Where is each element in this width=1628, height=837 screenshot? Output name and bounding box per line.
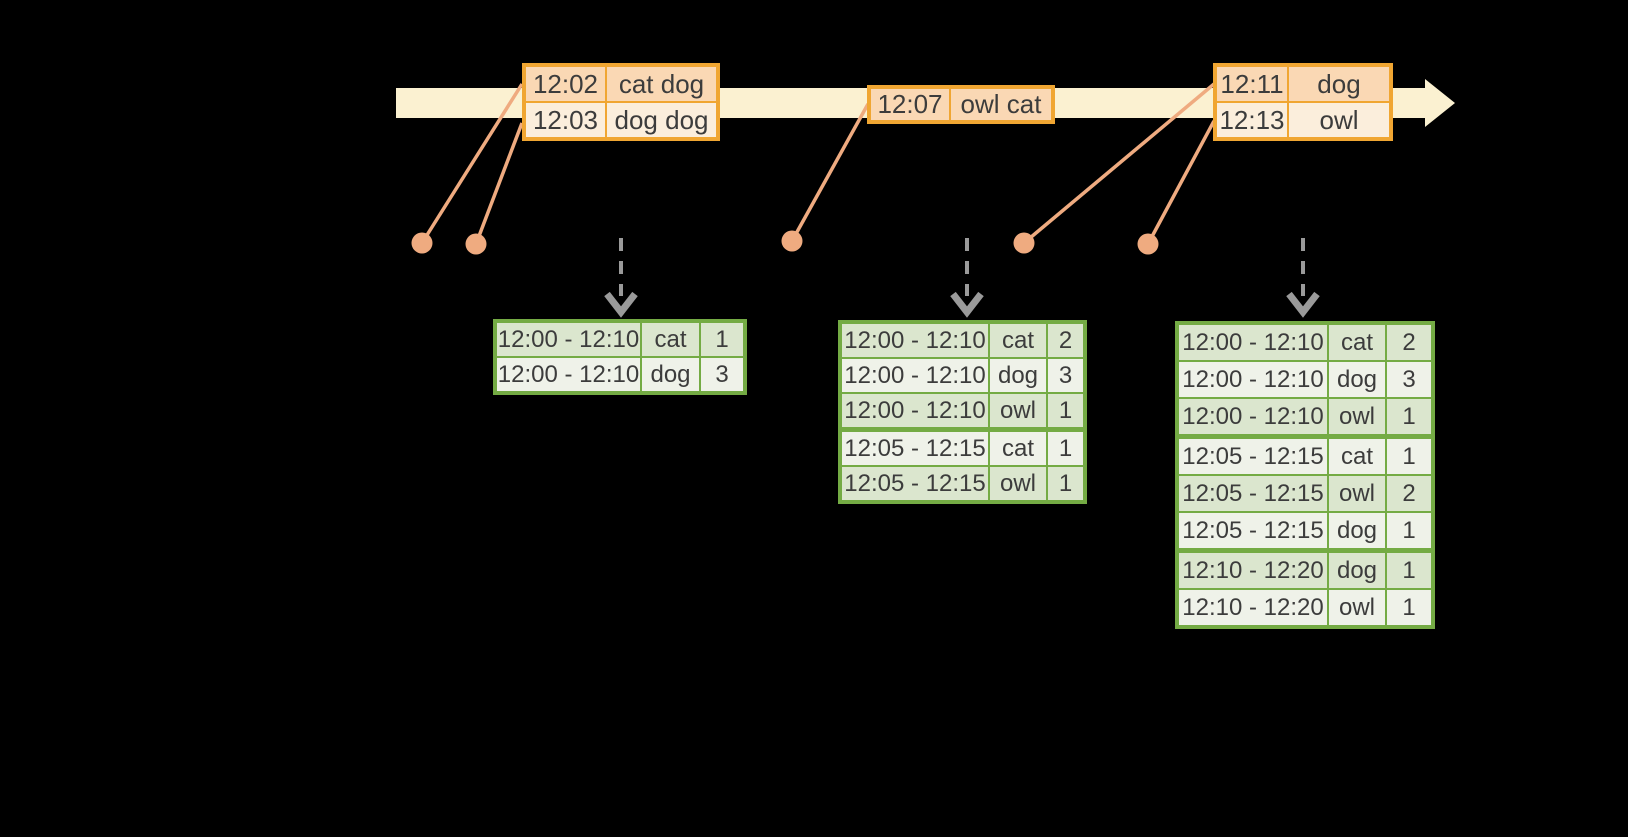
window-cell: 12:00 - 12:10 — [494, 356, 642, 394]
arrow-down-icon — [950, 291, 984, 318]
count-cell: 1 — [699, 320, 746, 358]
word-cell: dog — [1327, 360, 1387, 399]
event-connector-lines — [420, 82, 1216, 245]
word-cell: owl — [1327, 397, 1387, 439]
count-cell: 3 — [1385, 360, 1434, 399]
count-cell: 1 — [1385, 588, 1434, 628]
window-cell: 12:00 - 12:10 — [1176, 360, 1329, 399]
count-cell: 1 — [1385, 549, 1434, 590]
count-cell: 2 — [1046, 321, 1086, 359]
arrow-down-icon — [1286, 291, 1320, 318]
word-cell: dog — [640, 356, 701, 394]
count-cell: 1 — [1046, 428, 1086, 467]
event-dots — [411, 230, 1159, 255]
window-cell: 12:05 - 12:15 — [839, 428, 990, 467]
count-cell: 2 — [1385, 322, 1434, 362]
window-cell: 12:00 - 12:10 — [839, 321, 990, 359]
word-cell: dog — [1327, 511, 1387, 553]
window-cell: 12:00 - 12:10 — [839, 392, 990, 432]
event-dot — [465, 233, 487, 255]
count-cell: 3 — [1046, 357, 1086, 394]
window-cell: 12:00 - 12:10 — [839, 357, 990, 394]
count-cell: 1 — [1385, 435, 1434, 476]
window-cell: 12:05 - 12:15 — [1176, 511, 1329, 553]
event-dot — [1137, 233, 1159, 255]
window-cell: 12:10 - 12:20 — [1176, 549, 1329, 590]
event-connector-line — [420, 83, 524, 244]
time-cell: 12:03 — [523, 101, 607, 140]
word-cell: cat — [1327, 322, 1387, 362]
word-cell: dog — [988, 357, 1048, 394]
event-dot — [1013, 232, 1035, 254]
window-cell: 12:05 - 12:15 — [1176, 474, 1329, 513]
words-cell: owl — [1287, 101, 1392, 140]
window-cell: 12:00 - 12:10 — [1176, 322, 1329, 362]
word-cell: owl — [1327, 588, 1387, 628]
time-cell: 12:07 — [868, 86, 951, 123]
count-cell: 1 — [1046, 392, 1086, 432]
word-cell: cat — [1327, 435, 1387, 476]
words-cell: dog — [1287, 64, 1392, 103]
word-cell: cat — [640, 320, 701, 358]
word-cell: dog — [1327, 549, 1387, 590]
trigger-arrows — [604, 238, 1320, 318]
event-connector-line — [1022, 82, 1216, 245]
word-cell: owl — [1327, 474, 1387, 513]
word-cell: cat — [988, 321, 1048, 359]
words-cell: cat dog — [605, 64, 719, 103]
event-connector-line — [474, 122, 524, 245]
timeline-arrowhead-icon — [1425, 79, 1455, 127]
event-dot — [411, 232, 433, 254]
count-cell: 3 — [699, 356, 746, 394]
window-cell: 12:05 - 12:15 — [1176, 435, 1329, 476]
count-cell: 2 — [1385, 474, 1434, 513]
event-connector-line — [790, 103, 870, 242]
window-cell: 12:10 - 12:20 — [1176, 588, 1329, 628]
window-cell: 12:00 - 12:10 — [494, 320, 642, 358]
count-cell: 1 — [1385, 397, 1434, 439]
event-dot — [781, 230, 803, 252]
time-cell: 12:02 — [523, 64, 607, 103]
words-cell: dog dog — [605, 101, 719, 140]
window-cell: 12:00 - 12:10 — [1176, 397, 1329, 439]
word-cell: owl — [988, 465, 1048, 503]
count-cell: 1 — [1385, 511, 1434, 553]
window-cell: 12:05 - 12:15 — [839, 465, 990, 503]
arrow-down-icon — [604, 291, 638, 318]
event-connector-line — [1146, 120, 1216, 245]
word-cell: owl — [988, 392, 1048, 432]
count-cell: 1 — [1046, 465, 1086, 503]
words-cell: owl cat — [949, 86, 1054, 123]
time-cell: 12:13 — [1214, 101, 1289, 140]
time-cell: 12:11 — [1214, 64, 1289, 103]
word-cell: cat — [988, 428, 1048, 467]
